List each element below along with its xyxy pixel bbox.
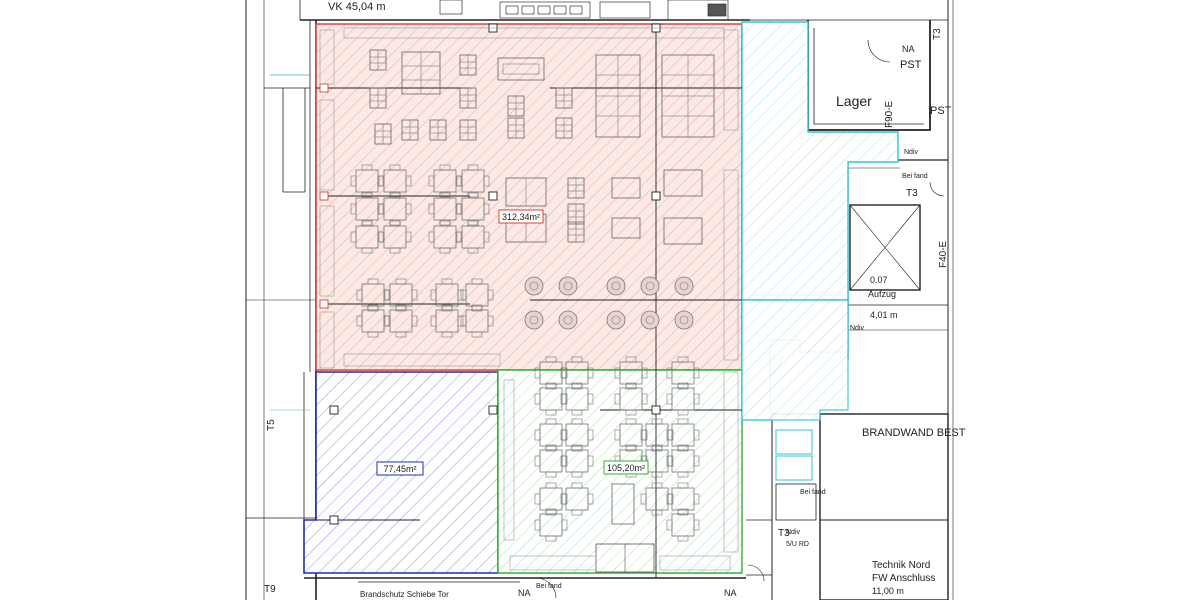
room-label-lager: Lager — [836, 93, 872, 109]
axis-lines — [316, 24, 742, 578]
label-bei-fand: Bei fand — [902, 173, 928, 180]
area-zone-cyan-small-1 — [775, 429, 813, 455]
label-ndiv-2: Ndiv — [786, 529, 801, 536]
label-t3-low: T3 — [778, 528, 790, 539]
label-t9: T9 — [264, 584, 276, 595]
label-t3-top: T3 — [932, 28, 943, 40]
area-zone-cyan-small-2 — [775, 455, 813, 481]
label-na-bottom: NA — [518, 588, 531, 598]
label-aufzug: Aufzug — [868, 289, 896, 299]
label-stu: 5/U RD — [786, 541, 809, 548]
label-aufzug-code: 0.07 — [870, 275, 888, 285]
label-brandschutz: Brandschutz Schiebe Tor — [360, 590, 449, 599]
area-zone-cyan — [741, 21, 899, 301]
label-f90: F90-E — [884, 100, 895, 128]
label-ndiv: Ndiv — [904, 149, 919, 156]
area-value-blue: 77,45m² — [383, 464, 416, 474]
top-dimension-label: VK 45,04 m — [328, 1, 385, 13]
label-bei-fand-2: Bei fand — [536, 583, 562, 590]
label-pst: PST — [900, 59, 922, 71]
room-label-technik-3: 11,00 m — [872, 586, 904, 596]
room-label-brandwand: BRANDWAND BEST — [862, 427, 966, 439]
label-na-bottom-right: NA — [724, 588, 737, 598]
room-label-technik-2: FW Anschluss — [872, 573, 935, 584]
area-value-red: 312,34m² — [502, 212, 540, 222]
label-bei-fand-3: Bei fand — [800, 489, 826, 496]
label-lift-note: Ndiv — [850, 325, 865, 332]
label-t5: T5 — [266, 419, 277, 431]
label-na-top: NA — [902, 44, 915, 54]
furniture-red-zone — [319, 27, 739, 369]
area-label-red: 312,34m² — [498, 209, 544, 224]
area-zone-cyan-corridor — [741, 299, 849, 421]
label-pst-right: PST — [930, 105, 952, 117]
area-label-green: 105,20m² — [603, 460, 649, 475]
label-aufzug-dim: 4,01 m — [870, 310, 898, 320]
area-label-blue: 77,45m² — [376, 461, 424, 476]
top-equipment-strip — [439, 0, 729, 21]
label-t3-mid: T3 — [906, 188, 918, 199]
label-f40: F40-E — [938, 240, 949, 268]
room-label-technik-1: Technik Nord — [872, 560, 930, 571]
furniture-green-zone — [503, 356, 739, 573]
area-value-green: 105,20m² — [607, 463, 645, 473]
